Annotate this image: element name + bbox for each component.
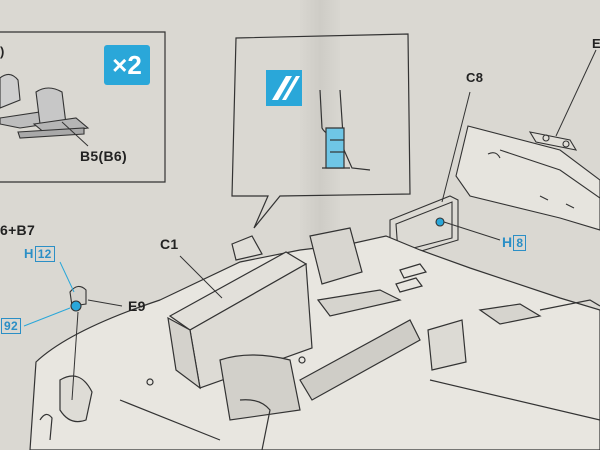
cement-icon [266, 70, 302, 106]
leader-92 [23, 307, 71, 327]
label-b6-b7: 6+B7 [0, 222, 36, 238]
label-b5-b6: B5(B6) [80, 148, 127, 164]
label-h12-number: 12 [34, 246, 55, 262]
detail-drawing [319, 89, 371, 171]
callout-frame-center [231, 33, 411, 229]
label-e9: E9 [128, 298, 146, 314]
label-92-number: 92 [1, 318, 21, 334]
leader-h8 [443, 221, 501, 241]
leader-c1 [179, 255, 223, 299]
chassis-tub-drawing [29, 227, 600, 450]
label-c8: C8 [466, 70, 484, 85]
label-h12-prefix: H [24, 246, 34, 261]
leader-c8 [441, 91, 471, 203]
leader-e9-down [71, 311, 79, 401]
label-h8-prefix: H [502, 234, 513, 250]
label-92: 92 [0, 318, 21, 334]
leader-b5 [61, 121, 89, 147]
leader-h12 [59, 261, 75, 293]
label-c1: C1 [160, 236, 179, 252]
callout-frame-left [0, 31, 166, 183]
multiplier-badge: ×2 [104, 45, 150, 85]
label-partial-top-right: E [592, 36, 600, 51]
part-b5-drawing [0, 73, 90, 139]
label-partial-top-left: ) [0, 44, 5, 59]
label-h8-number: 8 [513, 235, 527, 251]
leader-e9 [87, 299, 123, 307]
side-panel-drawing [455, 125, 600, 231]
leader-e [555, 49, 597, 137]
